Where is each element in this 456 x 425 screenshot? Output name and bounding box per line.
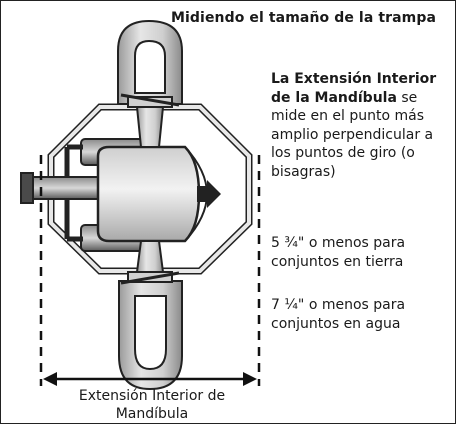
pivot-hinges: [120, 93, 180, 285]
spec-water: 7 ¼" o menos para conjuntos en agua: [271, 297, 406, 332]
description-text: La Extensión Interior de la Mandíbula se…: [271, 70, 453, 181]
diagram-title: Midiendo el tamaño de la trampa: [171, 10, 437, 26]
frame-stems: [135, 106, 165, 273]
spec-land: 5 ¾" o menos para conjuntos en tierra: [271, 235, 406, 270]
description-bold: La Extensión Interior de la Mandíbula: [271, 71, 437, 106]
bottom-spring-eye: [118, 280, 183, 391]
top-spring-eye: [117, 19, 183, 105]
measurement-caption: Extensión Interior de Mandíbula: [78, 388, 226, 422]
measurement-guides: [39, 155, 261, 386]
trigger-rod: [20, 172, 102, 204]
description-rest: se mide en el punto más amplio perpendic…: [271, 89, 434, 180]
trigger-arrow: [197, 180, 221, 208]
width-arrow: [43, 372, 257, 386]
trap-body: [96, 145, 209, 243]
